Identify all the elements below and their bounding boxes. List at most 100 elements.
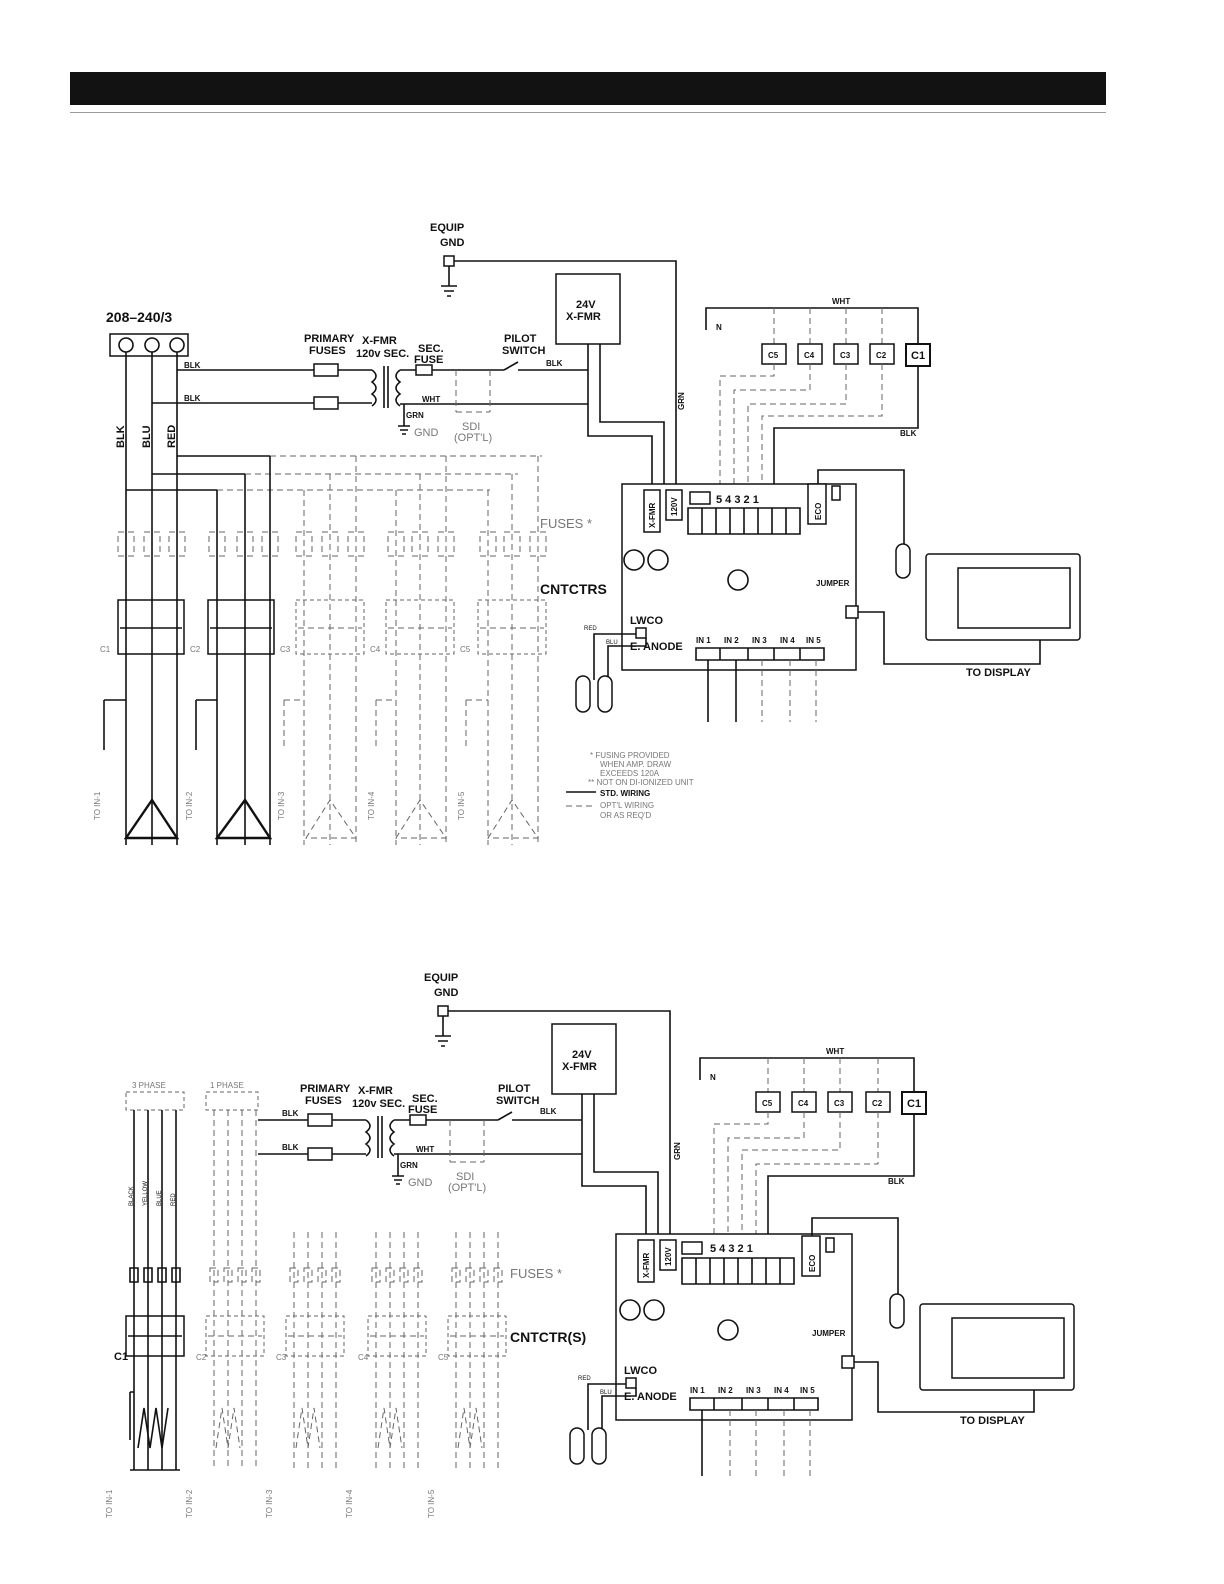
wire-label: BLU	[606, 640, 618, 646]
three-phase-block	[125, 1091, 185, 1111]
eco-sensor-icon	[895, 543, 911, 579]
color-label: BLACK	[129, 1186, 135, 1206]
header-rule	[70, 112, 1106, 113]
color-label: YELLOW	[143, 1181, 149, 1206]
sdi-label-2: (OPT'L)	[454, 432, 492, 444]
board-anode-label: E. ANODE	[624, 1391, 677, 1403]
xfmr-label: X-FMR	[358, 1085, 393, 1097]
board-terminals-label: 5 4 3 2 1	[716, 494, 759, 506]
supply-voltage-label: 208–240/3	[106, 309, 172, 325]
sec-fuse-icon	[409, 1114, 427, 1126]
transformer-icon	[370, 366, 402, 408]
board-xfmr-label: X-FMR	[648, 502, 657, 528]
board-chip	[689, 491, 711, 505]
fuse-row	[129, 1232, 503, 1470]
wire-label: WHT	[826, 1047, 844, 1056]
board-capacitor-icon	[619, 1299, 641, 1321]
lwco-wires	[587, 1383, 637, 1430]
xfmr-24v-label: 24V	[572, 1049, 592, 1061]
sec-fuse-label: SEC.	[418, 343, 444, 355]
coil-label: C4	[798, 1099, 809, 1108]
contactor-c1	[117, 599, 185, 655]
heating-element-icon	[137, 1407, 169, 1449]
legend-opt-label-2: OR AS REQ'D	[600, 811, 652, 820]
contactor-label: C1	[100, 645, 111, 654]
xfmr-24v-label-2: X-FMR	[562, 1061, 597, 1073]
contactor-label: C4	[370, 645, 381, 654]
secondary-wires	[394, 1119, 582, 1176]
lwco-terminal	[635, 627, 647, 639]
board-eco-terminal	[801, 1235, 821, 1277]
board-120v-terminal	[659, 1239, 677, 1271]
line-wires	[125, 352, 178, 845]
pilot-switch-icon[interactable]	[503, 361, 519, 371]
sense-wires-optional	[283, 699, 488, 750]
primary-fuses-label-2: FUSES	[305, 1095, 342, 1107]
coil-label: C4	[804, 351, 815, 360]
input-label: IN 3	[746, 1386, 761, 1395]
to-in-label: TO IN-2	[185, 791, 194, 820]
contactor-label: C4	[358, 1353, 369, 1362]
ground-wire	[448, 1010, 671, 1260]
lwco-wires	[593, 633, 647, 680]
diagram-1: EQUIP GND 208–240/3 BLK BLU RED PRIMARY …	[93, 222, 1081, 845]
contactor-c1	[125, 1315, 185, 1357]
board-chip	[681, 1241, 703, 1255]
to-in-label: TO IN-5	[457, 791, 466, 820]
board-buzzer-icon	[727, 569, 749, 591]
board-lwco-label: LWCO	[630, 615, 663, 627]
fuse-row	[117, 531, 547, 557]
neutral-wire	[699, 1057, 915, 1094]
input-wires	[707, 660, 737, 722]
xfmr-wires	[581, 1094, 659, 1260]
one-phase-block	[205, 1091, 259, 1111]
input-label: IN 5	[800, 1386, 815, 1395]
note-line: WHEN AMP. DRAW	[600, 760, 672, 769]
board-lwco-label: LWCO	[624, 1365, 657, 1377]
equip-gnd-label: EQUIP	[430, 222, 464, 234]
one-phase-wires	[213, 1110, 257, 1470]
board-capacitor-icon	[643, 1299, 665, 1321]
coil-return-wires	[719, 364, 883, 490]
contactor-label: C5	[460, 645, 471, 654]
neutral-label: N	[710, 1073, 716, 1082]
gnd-icon	[398, 425, 410, 435]
sec-fuse-label: SEC.	[412, 1093, 438, 1105]
to-in-label: TO IN-1	[93, 791, 102, 820]
wire-label: BLK	[282, 1143, 299, 1152]
heating-element-icon	[214, 797, 273, 840]
coil-label: C2	[876, 351, 887, 360]
gnd-label: GND	[414, 427, 439, 439]
display-cable	[854, 1361, 1035, 1413]
optional-bus	[217, 455, 542, 491]
probe-icon	[569, 1427, 585, 1465]
input-wires-optional	[761, 660, 817, 722]
coil-label: C3	[834, 1099, 845, 1108]
input-label: IN 1	[696, 636, 711, 645]
board-led	[831, 485, 841, 501]
input-label: IN 3	[752, 636, 767, 645]
primary-fuse-icon	[307, 1147, 333, 1161]
probe-icon	[575, 675, 591, 713]
contactor-c3	[295, 599, 365, 655]
input-label: IN 2	[724, 636, 739, 645]
relay-bank	[681, 1257, 795, 1285]
pilot-switch-icon[interactable]	[497, 1111, 513, 1121]
coil-boxes: C5 C4 C3 C2 C1	[761, 343, 931, 367]
wire-label: GRN	[673, 1142, 682, 1160]
contactor-label: C2	[196, 1353, 207, 1362]
primary-fuse-icon	[313, 363, 339, 377]
board-eco-label: ECO	[808, 1255, 817, 1272]
xfmr-24v-label: 24V	[576, 299, 596, 311]
sec-fuse-icon	[415, 364, 433, 376]
to-display-label: TO DISPLAY	[960, 1415, 1025, 1427]
legend-opt-label: OPT'L WIRING	[600, 801, 654, 810]
contactor-c3	[285, 1315, 345, 1357]
fuses-label: FUSES *	[540, 516, 592, 531]
to-in-label: TO IN-4	[345, 1489, 354, 1518]
gnd-label: GND	[408, 1177, 433, 1189]
neutral-label: N	[716, 323, 722, 332]
sdi-label-2: (OPT'L)	[448, 1182, 486, 1194]
heating-element-icon	[123, 797, 180, 840]
contactor-c4	[367, 1315, 427, 1357]
